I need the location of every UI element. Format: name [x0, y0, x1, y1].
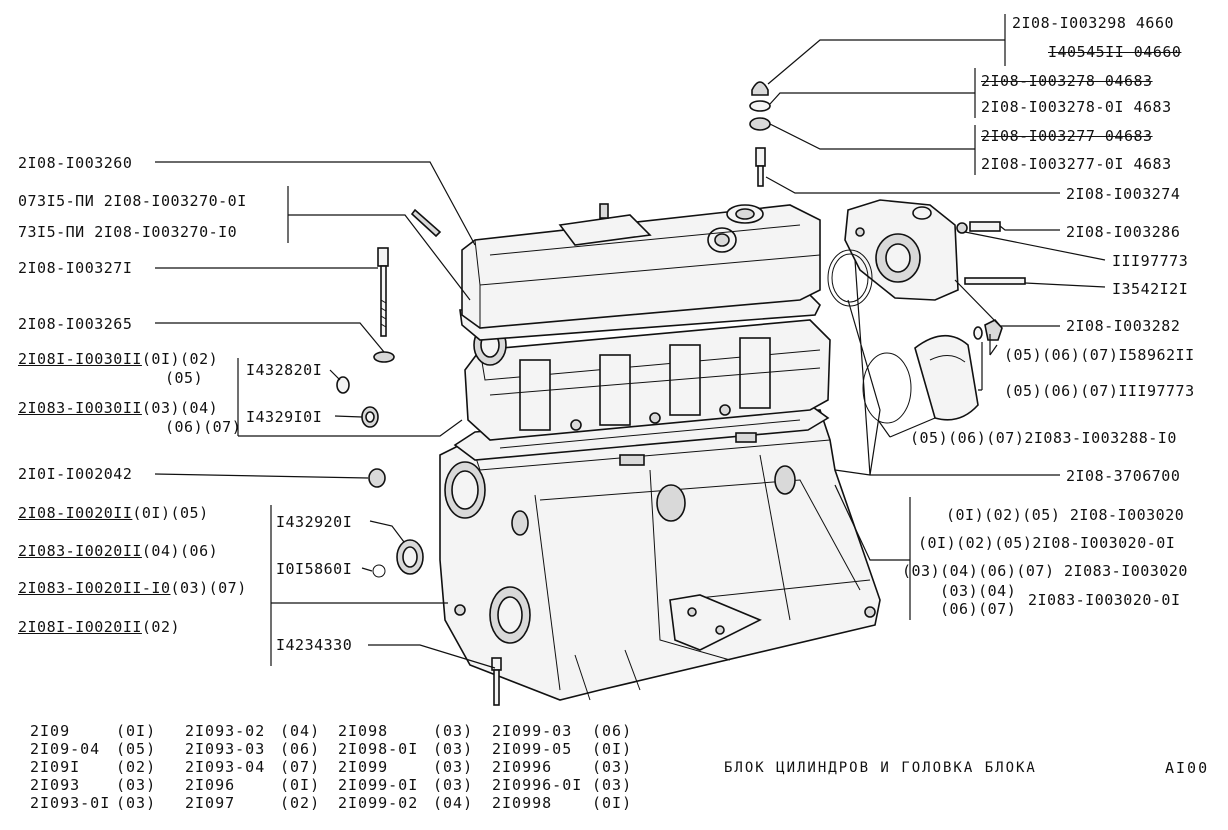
label-block-3: (03)(04)(06)(07) 2I083-I003020	[902, 562, 1188, 580]
label-seal: I4329I0I	[246, 408, 323, 426]
cylinder-head	[464, 319, 831, 441]
label-gasket-old: 073I5-ПИ 2I08-I003270-0I	[18, 192, 247, 210]
leader-lines	[154, 14, 1106, 669]
label-block-4a: (03)(04)	[940, 582, 1017, 600]
head-gasket	[453, 404, 830, 466]
model-row: 2I096(0I)	[185, 776, 321, 794]
label-head-1b: (05)	[165, 369, 204, 387]
dowel-sleeve	[368, 468, 386, 488]
bolt-washer	[373, 351, 395, 363]
washer-top	[749, 100, 771, 112]
label-block-bolt: I4234330	[276, 636, 353, 654]
label-stud: 2I08-I003274	[1066, 185, 1181, 203]
label-gasket: 73I5-ПИ 2I08-I003270-I0	[18, 223, 238, 241]
label-housing-stud: I3542I2I	[1112, 280, 1189, 298]
end-cover-gasket	[862, 352, 912, 424]
label-block-2: (0I)(02)(05)2I08-I003020-0I	[918, 534, 1176, 552]
model-row: 2I093-02(04)	[185, 722, 321, 740]
label-washer-old: 2I08-I003278 04683	[981, 72, 1153, 90]
housing-screw	[956, 221, 1001, 234]
crank-oil-seal	[396, 539, 424, 575]
label-head-2: 2I083-I0030II(03)(04)	[18, 399, 219, 417]
label-block-c: 2I083-I0020II-I0(03)(07)	[18, 579, 247, 597]
label-bolt: 2I08-I00327I	[18, 259, 133, 277]
model-row: 2I093(03)	[30, 776, 157, 794]
valve-cover	[461, 203, 821, 329]
label-block-4: 2I083-I003020-0I	[1028, 591, 1181, 609]
model-row: 2I0998(0I)	[492, 794, 633, 812]
models-col-3: 2I098(03) 2I098-0I(03) 2I099(03) 2I099-0…	[338, 722, 473, 812]
model-row: 2I099-0I(03)	[338, 776, 474, 794]
label-bolt-washer: 2I08-I003265	[18, 315, 133, 333]
model-row: 2I0996(03)	[492, 758, 633, 776]
model-row: 2I098-0I(03)	[338, 740, 474, 758]
label-washer3: III97773	[1112, 252, 1189, 270]
model-row: 2I093-04(07)	[185, 758, 321, 776]
breather-pipe	[410, 208, 442, 238]
page-title: БЛОК ЦИЛИНДРОВ И ГОЛОВКА БЛОКА	[724, 760, 1037, 776]
label-head-1: 2I08I-I0030II(0I)(02)	[18, 350, 219, 368]
label-bushing: I432820I	[246, 361, 323, 379]
stud	[755, 147, 766, 187]
label-o-ring: I0I5860I	[276, 560, 353, 578]
label-block-d: 2I08I-I0020II(02)	[18, 618, 181, 636]
label-sleeve: 2I0I-I002042	[18, 465, 133, 483]
model-row: 2I093-03(06)	[185, 740, 321, 758]
label-screw: 2I08-I003286	[1066, 223, 1181, 241]
end-cover	[914, 334, 979, 421]
label-crank-seal: I432920I	[276, 513, 353, 531]
label-nut-old: I40545II 04660	[1048, 43, 1182, 61]
label-sensor: 2I08-3706700	[1066, 467, 1181, 485]
washer-bottom	[749, 117, 771, 131]
model-row: 2I097(02)	[185, 794, 321, 812]
model-row: 2I09I(02)	[30, 758, 157, 776]
model-row: 2I099-05(0I)	[492, 740, 633, 758]
label-washer: 2I08-I003278-0I 4683	[981, 98, 1172, 116]
label-block-a: 2I08-I0020II(0I)(05)	[18, 504, 209, 522]
model-row: 2I09-04(05)	[30, 740, 157, 758]
block-bolt	[491, 657, 502, 706]
label-end-cover: (05)(06)(07)2I083-I003288-I0	[910, 429, 1177, 447]
model-row: 2I098(03)	[338, 722, 474, 740]
label-block-1: (0I)(02)(05) 2I08-I003020	[946, 506, 1185, 524]
thermostat-gasket	[827, 249, 873, 307]
cap-nut	[751, 81, 769, 96]
model-row: 2I099(03)	[338, 758, 474, 776]
label-head-2b: (06)(07)	[165, 418, 242, 436]
thermostat-housing	[844, 199, 959, 301]
label-block-b: 2I083-I0020II(04)(06)	[18, 542, 219, 560]
models-col-2: 2I093-02(04) 2I093-03(06) 2I093-04(07) 2…	[185, 722, 320, 812]
label-cover-washer: (05)(06)(07)III97773	[1004, 382, 1195, 400]
oil-seal-small	[361, 406, 379, 428]
model-row: 2I0996-0I(03)	[492, 776, 633, 794]
housing-stud	[964, 277, 1026, 285]
cover-washer	[973, 326, 983, 340]
head-bolt	[377, 247, 389, 337]
model-row: 2I099-02(04)	[338, 794, 474, 812]
label-block-4b: (06)(07)	[940, 600, 1017, 618]
page-code: AI00	[1165, 759, 1210, 777]
label-housing: 2I08-I003282	[1066, 317, 1181, 335]
model-row: 2I09(0I)	[30, 722, 157, 740]
models-col-1: 2I09(0I) 2I09-04(05) 2I09I(02) 2I093(03)…	[30, 722, 156, 812]
cover-nut	[984, 319, 1003, 341]
small-bushing	[336, 376, 350, 394]
label-washer2: 2I08-I003277-0I 4683	[981, 155, 1172, 173]
label-cover-nut: (05)(06)(07)I58962II	[1004, 346, 1195, 364]
label-washer2-old: 2I08-I003277 04683	[981, 127, 1153, 145]
models-col-4: 2I099-03(06) 2I099-05(0I) 2I0996(03) 2I0…	[492, 722, 632, 812]
label-nut-cap: 2I08-I003298 4660	[1012, 14, 1175, 32]
label-valve-cover: 2I08-I003260	[18, 154, 133, 172]
cylinder-block	[439, 409, 881, 701]
model-row: 2I099-03(06)	[492, 722, 633, 740]
model-row: 2I093-0I(03)	[30, 794, 157, 812]
o-ring	[372, 564, 386, 578]
